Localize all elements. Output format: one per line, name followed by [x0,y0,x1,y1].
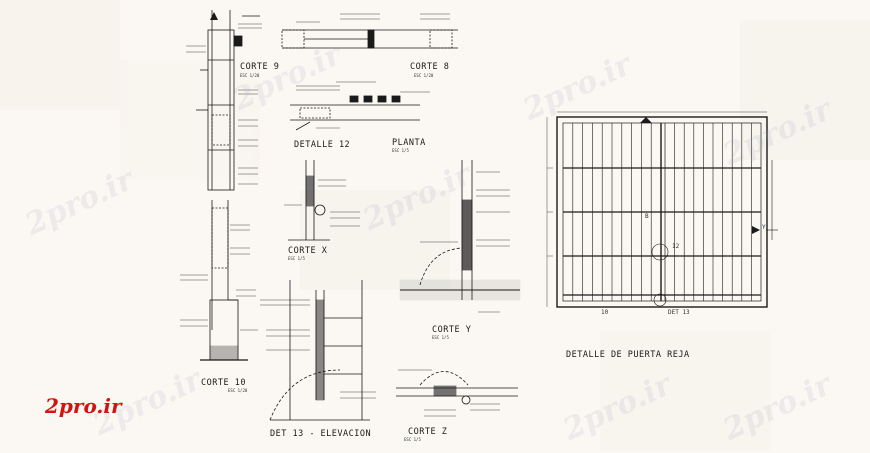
label-corte-x: CORTE X [288,246,328,256]
corte-z-section [396,371,518,405]
gate-mark-b: B [645,213,649,220]
label-corte-z: CORTE Z [408,427,448,437]
corte-10-section [200,200,248,361]
scale-corte-9: ESC 1/20 [240,73,260,78]
corte-10-annotations [180,224,258,331]
gate-mark-10: 10 [601,309,609,316]
label-corte-8: CORTE 8 [410,62,450,72]
label-puerta-reja: DETALLE DE PUERTA REJA [566,350,690,360]
gate-bars [572,123,752,301]
brand-logo: 2pro.ir [45,394,122,418]
corte-9-section [196,10,260,191]
scale-corte-x: ESC 1/5 [288,256,305,261]
section-markers [210,12,760,234]
corte-z-annotations [398,369,500,417]
corte-x-section [288,160,330,241]
detalle-12-section [290,95,420,131]
label-corte-y: CORTE Y [432,325,472,335]
scale-corte-8: ESC 1/20 [414,73,434,78]
label-detalle-12: DETALLE 12 [294,140,351,150]
label-det-13: DET 13 - ELEVACION [270,429,372,439]
label-planta: PLANTA [392,138,426,148]
scale-corte-10: ESC 1/20 [228,388,248,393]
gate-elevation [546,111,778,308]
detalle-12-annotations [296,81,430,129]
scale-planta: ESC 1/5 [392,148,409,153]
corte-x-annotations [284,179,360,227]
corte-9-annotations [186,23,262,185]
det-13-annotations [260,299,376,399]
gate-mark-det13: DET 13 [668,309,690,316]
det-13-section [269,280,370,421]
scale-corte-z: ESC 1/5 [404,437,421,442]
scale-corte-y: ESC 1/5 [432,335,449,340]
corte-8-annotations [296,13,450,23]
label-corte-9: CORTE 9 [240,62,280,72]
corte-y-section [399,160,521,301]
corte-y-annotations [420,171,510,313]
corte-8-section [281,29,458,49]
gate-mark-12: 12 [672,243,680,250]
gate-mark-y: Y [762,224,766,231]
label-corte-10: CORTE 10 [201,378,246,388]
